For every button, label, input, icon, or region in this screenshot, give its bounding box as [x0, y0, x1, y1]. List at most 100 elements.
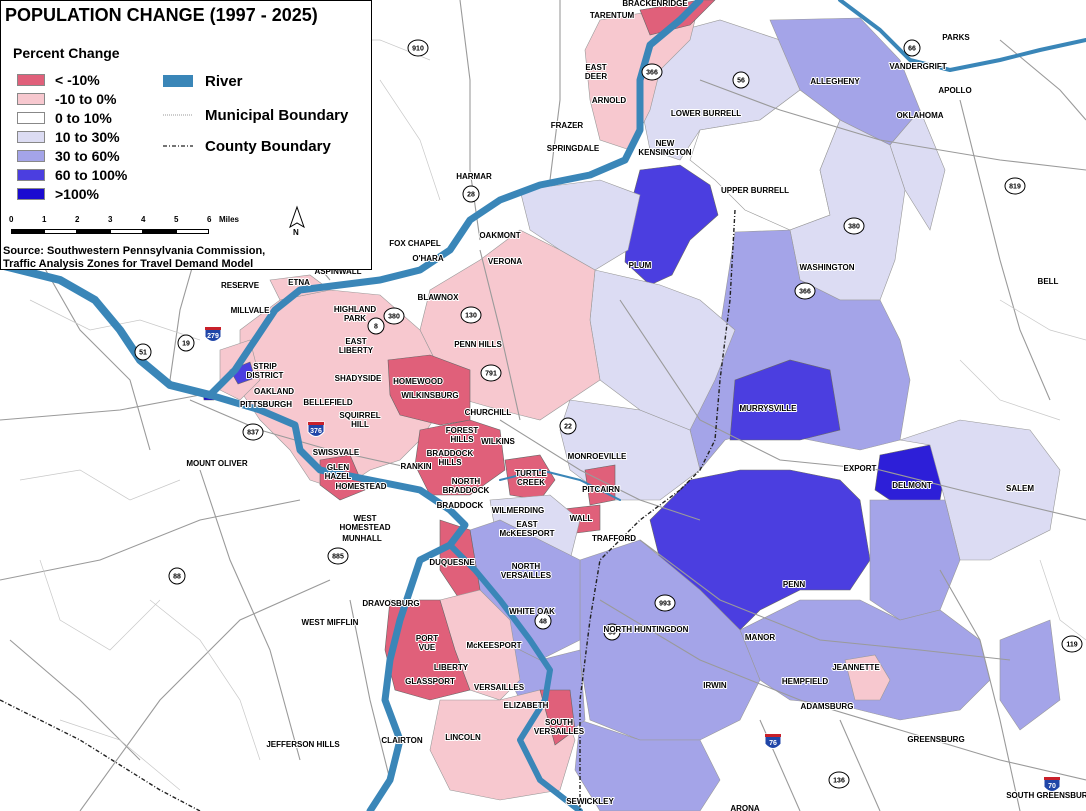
svg-text:22: 22 — [564, 424, 572, 431]
place-label: JEANNETTE — [832, 663, 880, 672]
svg-text:376: 376 — [310, 428, 322, 435]
place-label: RESERVE — [221, 281, 260, 290]
legend-class-3: 0 to 10% — [17, 109, 112, 127]
place-label: APOLLO — [938, 86, 971, 95]
map-title: POPULATION CHANGE (1997 - 2025) — [5, 5, 318, 25]
interstate-shield-icon: 70 — [1043, 776, 1061, 792]
place-label: MILLVALE — [231, 306, 270, 315]
legend-class-5: 30 to 60% — [17, 147, 120, 165]
place-label: MONROEVILLE — [568, 452, 627, 461]
route-shields: 9103665666283808130791192795137683722308… — [134, 39, 1083, 792]
route-shield-icon: 28 — [462, 185, 480, 203]
route-shield-icon: 366 — [794, 282, 816, 300]
svg-text:380: 380 — [388, 314, 400, 321]
zone-south-versailles — [539, 689, 576, 746]
zone-se-strip — [999, 619, 1061, 731]
place-label: TARENTUM — [590, 11, 635, 20]
scale-unit: Miles — [219, 215, 240, 224]
north-label: N — [293, 228, 299, 237]
svg-text:819: 819 — [1009, 184, 1021, 191]
place-label: PENN — [783, 580, 805, 589]
county-boundary — [0, 209, 736, 811]
place-label: MOUNT OLIVER — [186, 459, 248, 468]
legend-swatch — [17, 93, 45, 105]
interstate-shield-icon: 76 — [764, 733, 782, 749]
legend-heading: Percent Change — [13, 45, 120, 61]
map-legend: POPULATION CHANGE (1997 - 2025) Percent … — [0, 0, 372, 270]
legend-class-label: 0 to 10% — [55, 110, 112, 126]
svg-text:51: 51 — [139, 350, 147, 357]
legend-swatch — [17, 131, 45, 143]
place-label: SHADYSIDE — [335, 374, 382, 383]
place-label: FRAZER — [551, 121, 584, 130]
route-shield-icon: 51 — [134, 343, 152, 361]
place-label: VERSAILLES — [474, 683, 525, 692]
zone-oakmont-east — [519, 179, 641, 271]
zone-oklahoma — [889, 109, 946, 231]
place-label: RANKIN — [400, 462, 431, 471]
route-shield-icon: 380 — [383, 307, 405, 325]
zone-port-vue — [384, 599, 471, 701]
place-label: JEFFERSON HILLS — [266, 740, 340, 749]
place-label: OAKMONT — [479, 231, 520, 240]
river-swatch — [163, 75, 193, 87]
svg-text:66: 66 — [908, 46, 916, 53]
route-shield-icon: 48 — [534, 612, 552, 630]
source-line: Traffic Analysis Zones for Travel Demand… — [3, 258, 254, 270]
municipal-polygons — [202, 0, 1061, 811]
place-label: ADAMSBURG — [801, 702, 854, 711]
place-label: LINCOLN — [445, 733, 481, 742]
svg-text:8: 8 — [374, 324, 378, 331]
svg-text:910: 910 — [412, 46, 424, 53]
route-shield-icon: 885 — [327, 547, 349, 565]
scale-tick: 2 — [75, 215, 80, 224]
svg-text:88: 88 — [173, 574, 181, 581]
legend-class-label: -10 to 0% — [55, 91, 117, 107]
place-label: PITTSBURGH — [240, 400, 292, 409]
legend-class-label: 60 to 100% — [55, 167, 128, 183]
svg-text:366: 366 — [799, 289, 811, 296]
place-label: GLASSPORT — [405, 677, 455, 686]
legend-line-label: County Boundary — [205, 137, 331, 155]
legend-class-4: 10 to 30% — [17, 128, 120, 146]
place-label: WALL — [570, 514, 593, 523]
legend-class-2: -10 to 0% — [17, 90, 116, 108]
place-label: BELL — [1038, 277, 1059, 286]
scale-tick: 0 — [9, 215, 14, 224]
municipal-boundary-swatch — [163, 114, 193, 116]
place-label: SWISSVALE — [313, 448, 360, 457]
legend-swatch — [17, 188, 45, 200]
source-line: Source: Southwestern Pennsylvania Commis… — [3, 245, 266, 257]
place-label: ARONA — [730, 804, 760, 811]
place-label: ELIZABETH — [504, 701, 549, 710]
place-label: OAKLAND — [254, 387, 294, 396]
zone-salem — [899, 419, 1061, 561]
place-label: LIBERTY — [434, 663, 469, 672]
place-label: VANDERGRIFT — [889, 62, 946, 71]
kiski-river — [838, 0, 1086, 72]
place-label: SEWICKLEY — [566, 797, 614, 806]
place-label: PARKS — [942, 33, 970, 42]
place-label: WASHINGTON — [800, 263, 855, 272]
place-label: SOUTH GREENSBURG — [1006, 791, 1086, 800]
scale-segment — [176, 229, 209, 234]
legend-class-6: 60 to 100% — [17, 166, 127, 184]
place-label: HOMEWOOD — [393, 377, 443, 386]
route-shield-icon: 66 — [903, 39, 921, 57]
place-label: NORTH HUNTINGDON — [604, 625, 689, 634]
place-label: SPRINGDALE — [547, 144, 600, 153]
scale-segment — [44, 229, 77, 234]
route-shield-icon: 30 — [603, 623, 621, 641]
legend-municipal-boundary: Municipal Boundary — [163, 105, 348, 125]
place-label: DRAVOSBURG — [362, 599, 419, 608]
place-label: SALEM — [1006, 484, 1034, 493]
scale-tick: 5 — [174, 215, 179, 224]
route-shield-icon: 380 — [843, 217, 865, 235]
place-label: VERONA — [488, 257, 522, 266]
north-arrow: N — [287, 205, 307, 239]
route-shield-icon: 56 — [732, 71, 750, 89]
place-label: PENN HILLS — [454, 340, 502, 349]
